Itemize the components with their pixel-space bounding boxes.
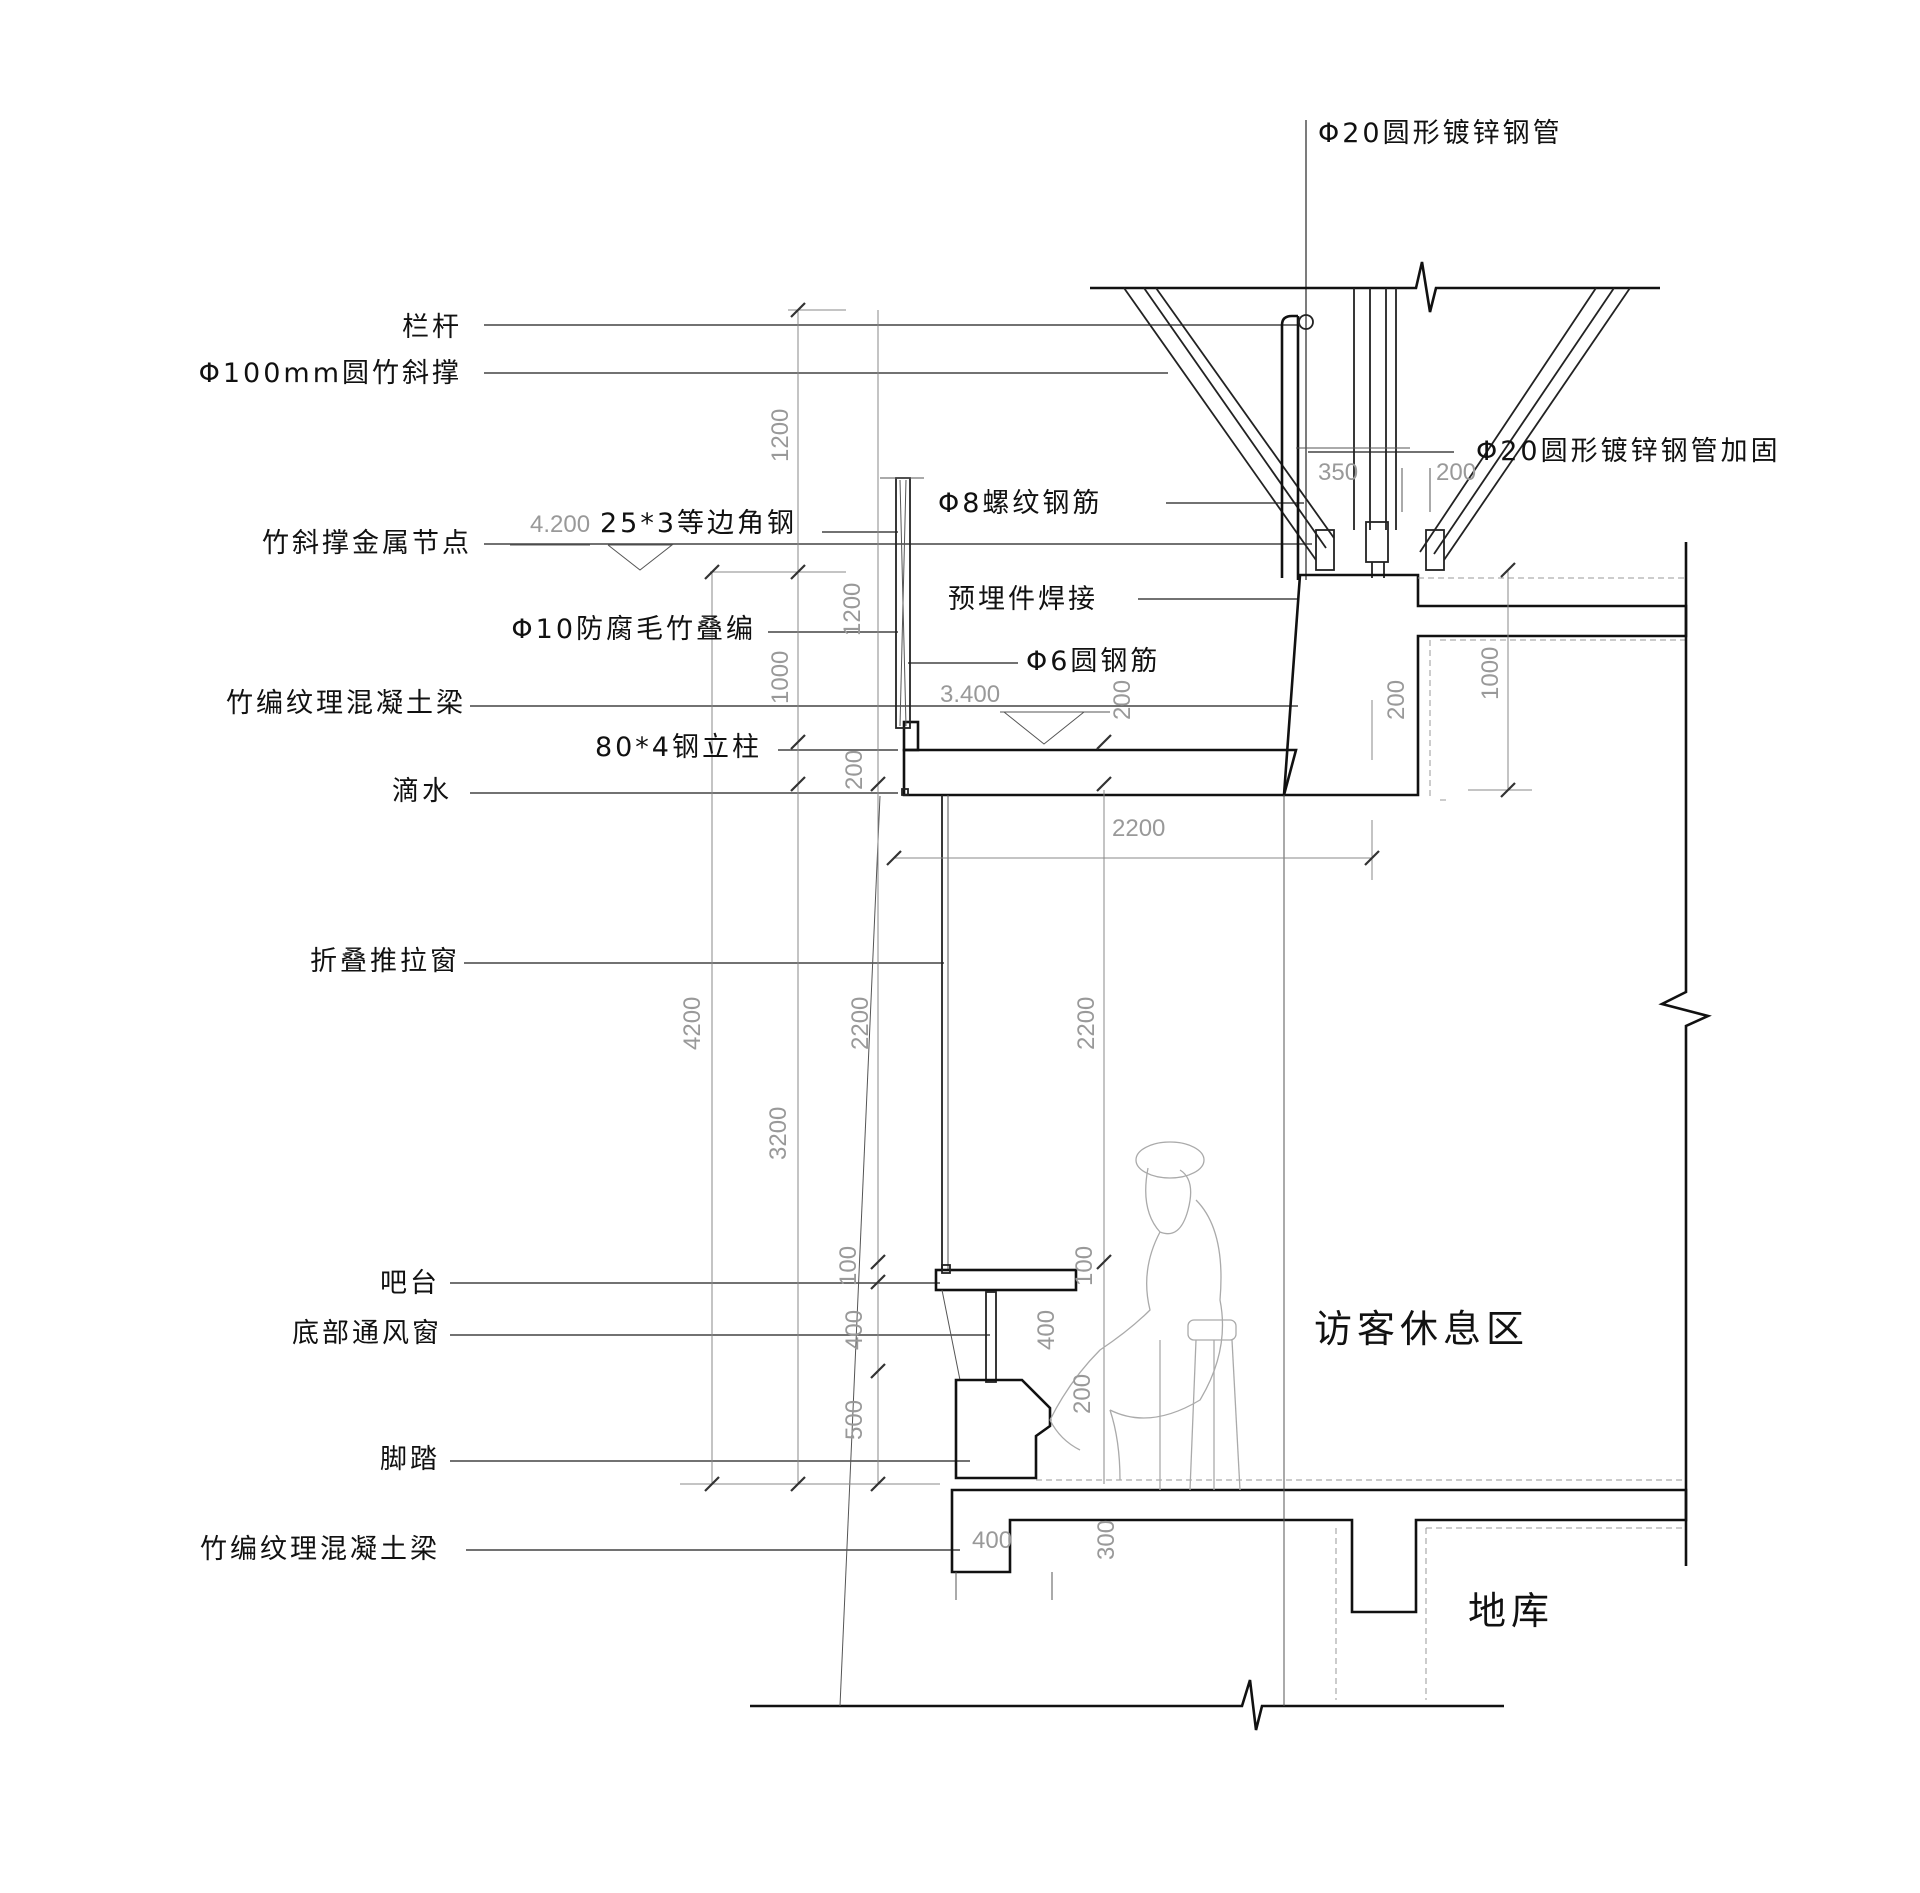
window-and-counter: [934, 795, 1078, 1480]
label-bamboo-weave: Φ10防腐毛竹叠编: [511, 614, 756, 645]
dim-1200-a: 1200: [767, 409, 794, 462]
dim-2200-h: 2200: [1112, 815, 1165, 842]
callout-labels-left: 栏杆 Φ100mm圆竹斜撑 竹斜撑金属节点 25*3等边角钢 Φ10防腐毛竹叠编…: [199, 312, 797, 1565]
dim-100-a: 100: [835, 1246, 862, 1286]
room-labels: 访客休息区 地库: [1314, 1307, 1554, 1633]
dimension-labels: 1200 1200 1000 200 4200 2200 3200 2200 2…: [679, 409, 1504, 1560]
dim-300: 300: [1093, 1520, 1120, 1560]
dim-350: 350: [1318, 459, 1358, 486]
label-vent-window: 底部通风窗: [292, 1318, 442, 1349]
label-rebar-8: Φ8螺纹钢筋: [938, 488, 1102, 519]
label-pipe-top: Φ20圆形镀锌钢管: [1318, 118, 1563, 149]
label-beam-top: 竹编纹理混凝土梁: [226, 688, 466, 719]
dimension-lines: [510, 302, 1532, 1492]
dim-400-b: 400: [1033, 1310, 1060, 1350]
dim-3200: 3200: [765, 1107, 792, 1160]
dim-1000-b: 1000: [1477, 647, 1504, 700]
label-bamboo-brace: Φ100mm圆竹斜撑: [199, 358, 462, 389]
leader-lines-left: [450, 120, 1454, 1551]
dim-2200-a: 2200: [847, 997, 874, 1050]
label-steel-column: 80*4钢立柱: [595, 732, 762, 763]
dim-100-b: 100: [1071, 1246, 1098, 1286]
label-brace-node: 竹斜撑金属节点: [262, 528, 472, 559]
room-lounge: 访客休息区: [1314, 1307, 1529, 1351]
elevation-top: 4.200: [530, 511, 590, 538]
dim-200-b: 200: [1109, 680, 1136, 720]
dim-4200: 4200: [679, 997, 706, 1050]
callout-labels-right: Φ20圆形镀锌钢管 Φ20圆形镀锌钢管加固 Φ8螺纹钢筋 预埋件焊接 Φ6圆钢筋: [938, 118, 1781, 677]
dim-200-d: 200: [1383, 680, 1410, 720]
roof-structure: [1090, 261, 1660, 580]
dim-1200-b: 1200: [839, 583, 866, 636]
dim-2200-b: 2200: [1073, 997, 1100, 1050]
seated-person-sketch: [1049, 1141, 1241, 1491]
elevation-floor: 3.400: [940, 681, 1000, 708]
room-garage: 地库: [1468, 1589, 1554, 1633]
dim-1000-a: 1000: [767, 651, 794, 704]
label-pipe-reinforce: Φ20圆形镀锌钢管加固: [1476, 436, 1781, 467]
label-embedded-weld: 预埋件焊接: [948, 584, 1098, 615]
label-railing: 栏杆: [402, 312, 462, 343]
lower-slab: [950, 1479, 1688, 1700]
dim-400-c: 400: [972, 1527, 1012, 1554]
label-folding-window: 折叠推拉窗: [310, 946, 460, 977]
ground-line: [750, 795, 1504, 1731]
dim-200-c: 200: [1436, 459, 1476, 486]
dim-400-a: 400: [841, 1310, 868, 1350]
bamboo-weave-screen: [880, 477, 924, 729]
label-footrest: 脚踏: [380, 1444, 440, 1475]
dim-500: 500: [841, 1400, 868, 1440]
label-angle-steel: 25*3等边角钢: [600, 508, 797, 539]
right-wall: [1658, 542, 1712, 1566]
label-drip: 滴水: [392, 776, 452, 807]
dim-200-e: 200: [1069, 1374, 1096, 1414]
elevation-labels: 4.200 3.400: [530, 511, 1000, 708]
label-beam-bottom: 竹编纹理混凝土梁: [200, 1534, 440, 1565]
label-rebar-6: Φ6圆钢筋: [1026, 646, 1160, 677]
label-bar-counter: 吧台: [380, 1268, 440, 1299]
dim-200-a: 200: [841, 750, 868, 790]
